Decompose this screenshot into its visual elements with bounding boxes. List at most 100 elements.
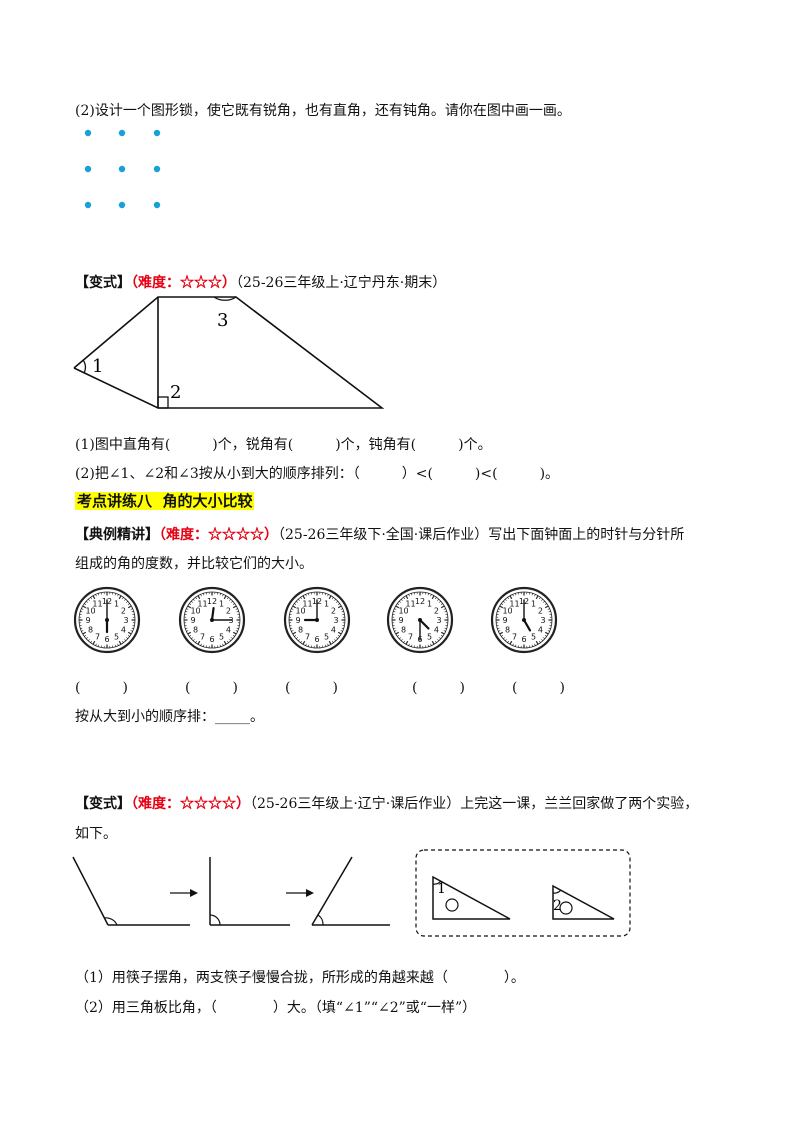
- clock-number: 10: [190, 607, 200, 616]
- clock-number: 8: [298, 626, 303, 635]
- clock-number: 3: [123, 616, 128, 625]
- grid-dot[interactable]: [118, 201, 126, 209]
- grid-dot[interactable]: [118, 165, 126, 173]
- variant1-header: 【变式】（难度：☆☆☆）（25-26三年级上·辽宁丹东·期末）: [75, 272, 446, 292]
- variant2-bracket-open: 【: [75, 796, 89, 812]
- clock-number: 9: [190, 616, 195, 625]
- clock-face: 121234567891011: [490, 586, 558, 654]
- angle-label-2: 2: [170, 382, 181, 403]
- clock-number: 3: [540, 616, 545, 625]
- clock-number: 9: [85, 616, 90, 625]
- clock-number: 8: [505, 626, 510, 635]
- clock-number: 4: [331, 626, 336, 635]
- order-text[interactable]: 按从大到小的顺序排：_____。: [75, 709, 264, 725]
- clock-number: 2: [331, 607, 336, 616]
- clock-center: [105, 618, 109, 622]
- clock-center: [315, 618, 319, 622]
- clock-number: 9: [398, 616, 403, 625]
- grid-dot[interactable]: [118, 129, 126, 137]
- arrow-right-icon-1: [170, 889, 198, 897]
- example-question: （25-26三年级下·全国·课后作业）写出下面钟面上的时针与分针所: [278, 527, 685, 543]
- clock-face: 121234567891011: [73, 586, 141, 654]
- answer-blank-2[interactable]: ( ): [185, 680, 238, 696]
- clock-number: 6: [104, 635, 109, 644]
- variant2-q2[interactable]: （2）用三角板比角，（ ）大。（填“∠1”“∠2”或“一样”）: [75, 1000, 477, 1016]
- clock-number: 10: [398, 607, 408, 616]
- answer-blank-3[interactable]: ( ): [285, 680, 338, 696]
- clock-number: 8: [193, 626, 198, 635]
- clock-number: 9: [502, 616, 507, 625]
- clock-number: 5: [531, 632, 536, 641]
- variant2-header: 【变式】（难度：☆☆☆☆）（25-26三年级上·辽宁·课后作业）上完这一课，兰兰…: [75, 793, 698, 813]
- hour-hand: [210, 607, 215, 622]
- trapezoid-outline: [73, 296, 385, 409]
- set-square-label-2: 2: [553, 898, 562, 914]
- grid-dot[interactable]: [84, 201, 92, 209]
- arrow-right-icon-2: [286, 889, 314, 897]
- angle-label-3: 3: [217, 310, 228, 331]
- clock-row: 1212345678910111212345678910111212345678…: [73, 586, 558, 654]
- variant1-q2[interactable]: (2)把∠1、∠2和∠3按从小到大的顺序排列：（ ）<( )<( )。: [75, 466, 560, 482]
- clock-number: 4: [434, 626, 439, 635]
- clock-number: 6: [521, 635, 526, 644]
- clock-number: 5: [114, 632, 119, 641]
- example-question-line2: 组成的角的度数，并比较它们的大小。: [75, 556, 313, 572]
- clock-number: 11: [197, 600, 207, 609]
- set-square-2: 2: [552, 884, 615, 920]
- trapezoid-figure: 1 2 3: [73, 296, 385, 409]
- clock-number: 5: [324, 632, 329, 641]
- clock-face: 121234567891011: [283, 586, 351, 654]
- clock-number: 1: [531, 600, 536, 609]
- example-bracket-open: 【: [75, 527, 89, 543]
- triangle-comparison-box: [415, 849, 631, 937]
- clock-number: 1: [324, 600, 329, 609]
- variant1-difficulty: （难度：☆☆☆）: [131, 275, 236, 291]
- variant2-tag: 变式: [89, 796, 117, 812]
- angle2-right-mark: [157, 396, 169, 409]
- variant2-q1[interactable]: （1）用筷子摆角，两支筷子慢慢合拢，所形成的角越来越（ ）。: [75, 970, 525, 986]
- clock-number: 9: [295, 616, 300, 625]
- clock-number: 5: [219, 632, 224, 641]
- set-square-1: 1: [432, 875, 511, 920]
- answer-blank-1[interactable]: ( ): [75, 680, 128, 696]
- variant1-bracket-open: 【: [75, 275, 89, 291]
- clock-number: 1: [427, 600, 432, 609]
- section-title-box: 考点讲练八 角的大小比较: [75, 490, 255, 511]
- clock-center: [210, 618, 214, 622]
- chopstick-angle-2: [209, 857, 290, 926]
- grid-dot[interactable]: [153, 165, 161, 173]
- answer-blank-4[interactable]: ( ): [412, 680, 465, 696]
- grid-dot[interactable]: [153, 129, 161, 137]
- variant2-bracket-close: 】: [117, 796, 131, 812]
- angle-label-1: 1: [92, 356, 103, 377]
- section-title: 考点讲练八 角的大小比较: [75, 492, 255, 510]
- clock-number: 4: [226, 626, 231, 635]
- chopstick-angle-1: [72, 856, 190, 926]
- chopstick-angle-3: [311, 856, 390, 926]
- variant2-difficulty: （难度：☆☆☆☆）: [131, 796, 250, 812]
- grid-dot[interactable]: [84, 129, 92, 137]
- clock-number: 7: [408, 632, 413, 641]
- clock-number: 8: [401, 626, 406, 635]
- clock-number: 11: [302, 600, 312, 609]
- answer-blank-5[interactable]: ( ): [512, 680, 565, 696]
- example-difficulty: （难度：☆☆☆☆）: [159, 527, 278, 543]
- clock-number: 7: [95, 632, 100, 641]
- example-bracket-close: 】: [145, 527, 159, 543]
- grid-dot[interactable]: [84, 165, 92, 173]
- variant1-tag: 变式: [89, 275, 117, 291]
- clock-number: 2: [226, 607, 231, 616]
- grid-dot[interactable]: [153, 201, 161, 209]
- clock-number: 10: [85, 607, 95, 616]
- clock-number: 4: [121, 626, 126, 635]
- clock-number: 11: [92, 600, 102, 609]
- clock-number: 4: [538, 626, 543, 635]
- clock-number: 10: [502, 607, 512, 616]
- chopsticks-figure: 1 2: [72, 849, 631, 937]
- hour-hand: [522, 618, 532, 632]
- dot-grid[interactable]: [0, 0, 800, 240]
- variant1-q1[interactable]: (1)图中直角有( )个，锐角有( )个，钝角有( )个。: [75, 437, 492, 453]
- clock-number: 7: [200, 632, 205, 641]
- variant1-bracket-close: 】: [117, 275, 131, 291]
- clock-number: 12: [207, 597, 217, 606]
